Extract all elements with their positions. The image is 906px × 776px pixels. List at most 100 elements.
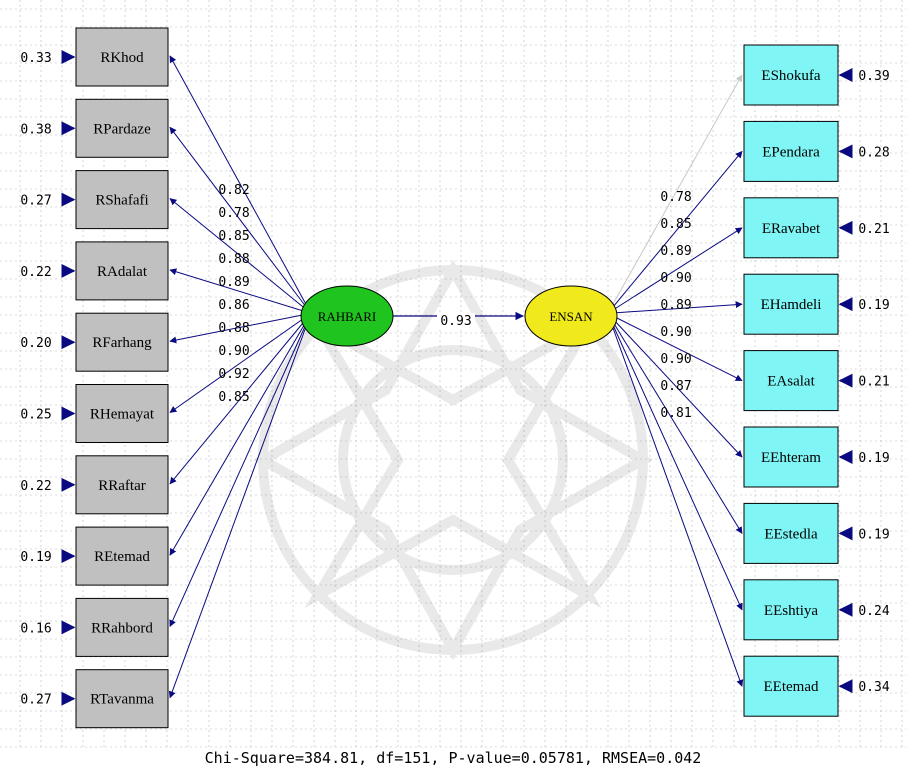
loading-value: 0.85 xyxy=(218,229,249,244)
indicator-label: EAsalat xyxy=(767,374,815,390)
loading-arrow xyxy=(169,326,306,628)
latent-node-ensan xyxy=(524,285,618,347)
loading-arrow xyxy=(169,268,306,312)
loading-value: 0.89 xyxy=(660,244,691,259)
indicator-label: ERavabet xyxy=(762,221,821,237)
watermark-logo xyxy=(252,259,654,661)
loading-value: 0.90 xyxy=(660,271,691,286)
latent-label-left: RAHBARI xyxy=(318,309,377,324)
indicator-label: RRaftar xyxy=(98,478,145,494)
indicator-label: EEshtiya xyxy=(764,603,818,619)
loading-arrow xyxy=(169,323,306,556)
loading-value: 0.85 xyxy=(660,217,691,232)
loading-arrow xyxy=(612,324,743,611)
loading-arrow xyxy=(612,318,743,458)
indicator-box-rtavanma xyxy=(75,669,169,729)
edges-layer: 0.930.820.780.850.880.890.860.880.900.92… xyxy=(61,50,853,706)
indicator-label: RRahbord xyxy=(91,620,153,636)
indicator-label: RFarhang xyxy=(92,335,152,351)
indicator-box-retemad xyxy=(75,526,169,586)
indicator-label: EShokufa xyxy=(761,68,821,84)
error-value: 0.27 xyxy=(20,693,51,708)
loading-arrow xyxy=(612,74,743,305)
indicator-label: EHamdeli xyxy=(761,297,822,313)
loading-arrow xyxy=(612,321,743,534)
loading-value: 0.88 xyxy=(218,252,249,267)
indicator-label: RAdalat xyxy=(97,264,148,280)
error-value: 0.19 xyxy=(858,527,889,542)
indicator-box-eetemad xyxy=(743,655,839,717)
indicator-box-rfarhang xyxy=(75,312,169,372)
indicator-box-rpardaze xyxy=(75,98,169,158)
loading-arrow xyxy=(612,150,743,308)
loading-arrow xyxy=(169,320,306,485)
indicator-label: EPendara xyxy=(762,144,820,160)
loading-arrow xyxy=(169,126,306,306)
error-value: 0.16 xyxy=(20,621,51,636)
indicator-box-radalat xyxy=(75,241,169,301)
loading-value: 0.78 xyxy=(660,190,691,205)
error-value: 0.24 xyxy=(858,604,889,619)
error-value: 0.21 xyxy=(858,222,889,237)
loading-value: 0.90 xyxy=(660,352,691,367)
error-value: 0.19 xyxy=(858,298,889,313)
indicator-label: RTavanma xyxy=(90,692,154,708)
loading-value: 0.87 xyxy=(660,379,691,394)
indicator-box-rrahbord xyxy=(75,597,169,657)
loading-arrow xyxy=(168,329,306,699)
indicator-label: EEstedla xyxy=(764,526,818,542)
loading-arrow xyxy=(612,327,744,687)
loading-value: 0.86 xyxy=(218,298,249,313)
loading-value: 0.90 xyxy=(660,325,691,340)
loading-arrow xyxy=(169,198,306,309)
loading-arrow xyxy=(169,317,306,413)
indicator-label: RKhod xyxy=(100,50,144,66)
loading-value: 0.90 xyxy=(218,344,249,359)
error-value: 0.39 xyxy=(858,69,889,84)
indicator-box-eehteram xyxy=(743,426,839,488)
coefficient-bg xyxy=(437,313,475,328)
error-value: 0.21 xyxy=(858,375,889,390)
error-value: 0.19 xyxy=(20,550,51,565)
error-value: 0.34 xyxy=(858,680,889,695)
indicator-box-ependara xyxy=(743,120,839,182)
error-value: 0.22 xyxy=(20,479,51,494)
indicator-label: REtemad xyxy=(94,549,150,565)
error-value: 0.38 xyxy=(20,122,51,137)
indicator-box-eestedla xyxy=(743,502,839,564)
loading-value: 0.88 xyxy=(218,321,249,336)
indicator-label: EEtemad xyxy=(764,679,819,695)
indicator-box-eeshtiya xyxy=(743,579,839,641)
loading-arrow xyxy=(169,55,306,303)
indicator-box-ehamdeli xyxy=(743,273,839,335)
indicator-box-rshafafi xyxy=(75,170,169,230)
loading-arrow xyxy=(612,227,743,311)
loading-arrow xyxy=(612,301,743,314)
indicator-label: RHemayat xyxy=(90,407,155,423)
fit-statistics: Chi-Square=384.81, df=151, P-value=0.057… xyxy=(205,749,702,767)
error-value: 0.27 xyxy=(20,194,51,209)
indicator-label: EEhteram xyxy=(761,450,821,466)
loading-value: 0.82 xyxy=(218,183,249,198)
loading-arrow xyxy=(612,315,743,382)
loading-value: 0.85 xyxy=(218,390,249,405)
indicator-box-eshokufa xyxy=(743,44,839,106)
indicator-label: RPardaze xyxy=(93,121,151,137)
error-value: 0.33 xyxy=(20,51,51,66)
error-value: 0.19 xyxy=(858,451,889,466)
indicator-label: RShafafi xyxy=(95,193,148,209)
error-value: 0.25 xyxy=(20,408,51,423)
loading-arrow xyxy=(169,314,306,344)
path-coefficient: 0.93 xyxy=(440,314,471,329)
latent-label-right: ENSAN xyxy=(549,309,593,324)
indicator-box-rhemayat xyxy=(75,384,169,443)
error-value: 0.20 xyxy=(20,336,51,351)
latent-node-rahbari xyxy=(300,285,394,347)
indicator-box-easalat xyxy=(743,350,839,412)
loading-value: 0.78 xyxy=(218,206,249,221)
loading-value: 0.81 xyxy=(660,406,691,421)
indicator-box-rraftar xyxy=(75,455,169,515)
loading-value: 0.89 xyxy=(660,298,691,313)
loading-value: 0.89 xyxy=(218,275,249,290)
